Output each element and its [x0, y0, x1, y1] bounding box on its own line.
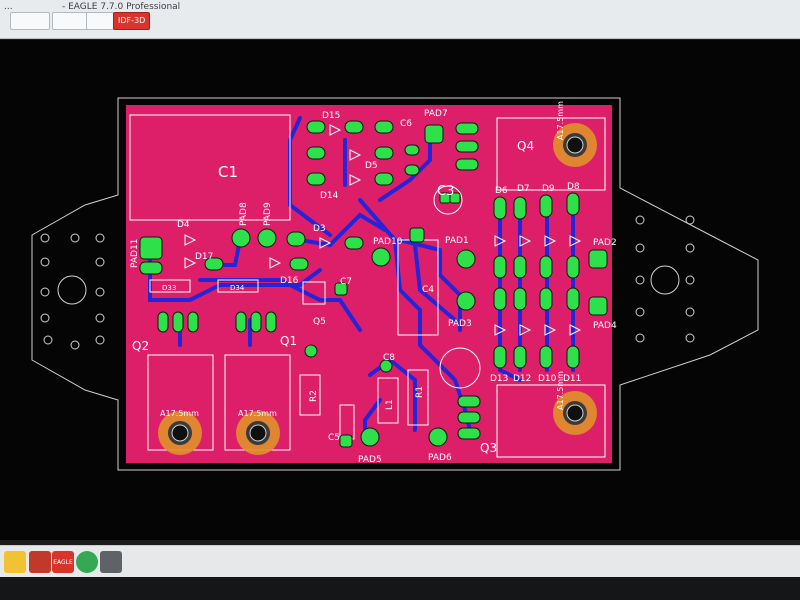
calculator-icon[interactable] [100, 551, 122, 573]
eagle-app-label: EAGLE [53, 559, 73, 566]
label-d33: D33 [162, 284, 176, 292]
eagle-app-icon[interactable]: EAGLE [52, 551, 74, 573]
label-d12: D12 [513, 374, 531, 384]
windows-taskbar: EAGLE [0, 545, 800, 578]
label-d7: D7 [517, 184, 530, 194]
explorer-icon[interactable] [4, 551, 26, 573]
label-d6: D6 [495, 186, 508, 196]
label-d5: D5 [365, 161, 378, 171]
heatsink-holes [158, 123, 597, 455]
label-d3: D3 [313, 224, 326, 234]
chrome-icon[interactable] [76, 551, 98, 573]
label-pad2: PAD2 [593, 238, 617, 248]
label-c8: C8 [383, 353, 395, 363]
label-r2: R2 [309, 390, 319, 402]
label-c4: C4 [422, 285, 434, 295]
label-q5: Q5 [313, 317, 326, 327]
label-d4: D4 [177, 220, 190, 230]
label-d16: D16 [280, 276, 299, 286]
label-c5: C5 [328, 433, 340, 443]
top-copper-pour [126, 105, 612, 463]
label-d13: D13 [490, 374, 508, 384]
label-pad8: PAD8 [239, 202, 249, 226]
label-l1: L1 [385, 399, 395, 410]
label-c1: C1 [218, 163, 238, 181]
label-pad3: PAD3 [448, 319, 472, 329]
label-hole-q4: A17.5mm [556, 101, 565, 140]
label-d10: D10 [538, 374, 557, 384]
label-c3: C3 [437, 184, 454, 199]
label-hole-q3: A17.5mm [556, 371, 565, 410]
label-d9: D9 [542, 184, 555, 194]
label-pad10: PAD10 [373, 237, 403, 247]
label-hole-q2: A17.5mm [160, 409, 199, 418]
monitor-bezel [0, 577, 800, 600]
label-q2: Q2 [132, 339, 149, 353]
right-mount-holes [635, 215, 695, 343]
label-pad7: PAD7 [424, 109, 448, 119]
pcb-layout-svg: C1 C3 C4 C5 C6 C7 C8 D3 D4 D5 D6 D7 D8 D… [31, 97, 759, 471]
app-icon[interactable] [29, 551, 51, 573]
label-d17: D17 [195, 252, 213, 262]
toolbar-ulp-button[interactable] [86, 12, 114, 30]
silkscreen-outlines [129, 114, 606, 458]
label-q4: Q4 [517, 139, 534, 153]
label-q3: Q3 [480, 441, 497, 455]
label-d34: D34 [230, 284, 245, 292]
board-editor-canvas[interactable]: C1 C3 C4 C5 C6 C7 C8 D3 D4 D5 D6 D7 D8 D… [0, 40, 800, 540]
label-c7: C7 [340, 277, 352, 287]
label-r1: R1 [415, 386, 425, 398]
component-labels: C1 C3 C4 C5 C6 C7 C8 D3 D4 D5 D6 D7 D8 D… [130, 101, 617, 465]
idf-3d-button[interactable]: IDF-3D [113, 12, 151, 30]
component-pads [139, 120, 608, 448]
label-pad9: PAD9 [263, 202, 273, 226]
label-pad4: PAD4 [593, 321, 617, 331]
label-d8: D8 [567, 182, 580, 192]
label-q1: Q1 [280, 334, 297, 348]
left-mount-holes [40, 233, 105, 350]
toolbar-file-button[interactable] [10, 12, 50, 30]
board-outline [31, 97, 759, 471]
label-c6: C6 [400, 119, 412, 129]
diode-symbols [184, 124, 582, 336]
window-title-left: ... [4, 2, 13, 12]
label-pad5: PAD5 [358, 455, 382, 465]
label-d15: D15 [322, 111, 340, 121]
toolbar-cam-button[interactable] [52, 12, 90, 30]
label-d11: D11 [563, 374, 581, 384]
label-pad11: PAD11 [130, 239, 140, 268]
label-pad6: PAD6 [428, 453, 452, 463]
label-d14: D14 [320, 191, 339, 201]
window-title-right: - EAGLE 7.7.0 Professional [62, 2, 181, 12]
label-hole-q1: A17.5mm [238, 409, 277, 418]
label-pad1: PAD1 [445, 236, 469, 246]
eagle-title-toolbar: ... - EAGLE 7.7.0 Professional IDF-3D [0, 0, 800, 39]
